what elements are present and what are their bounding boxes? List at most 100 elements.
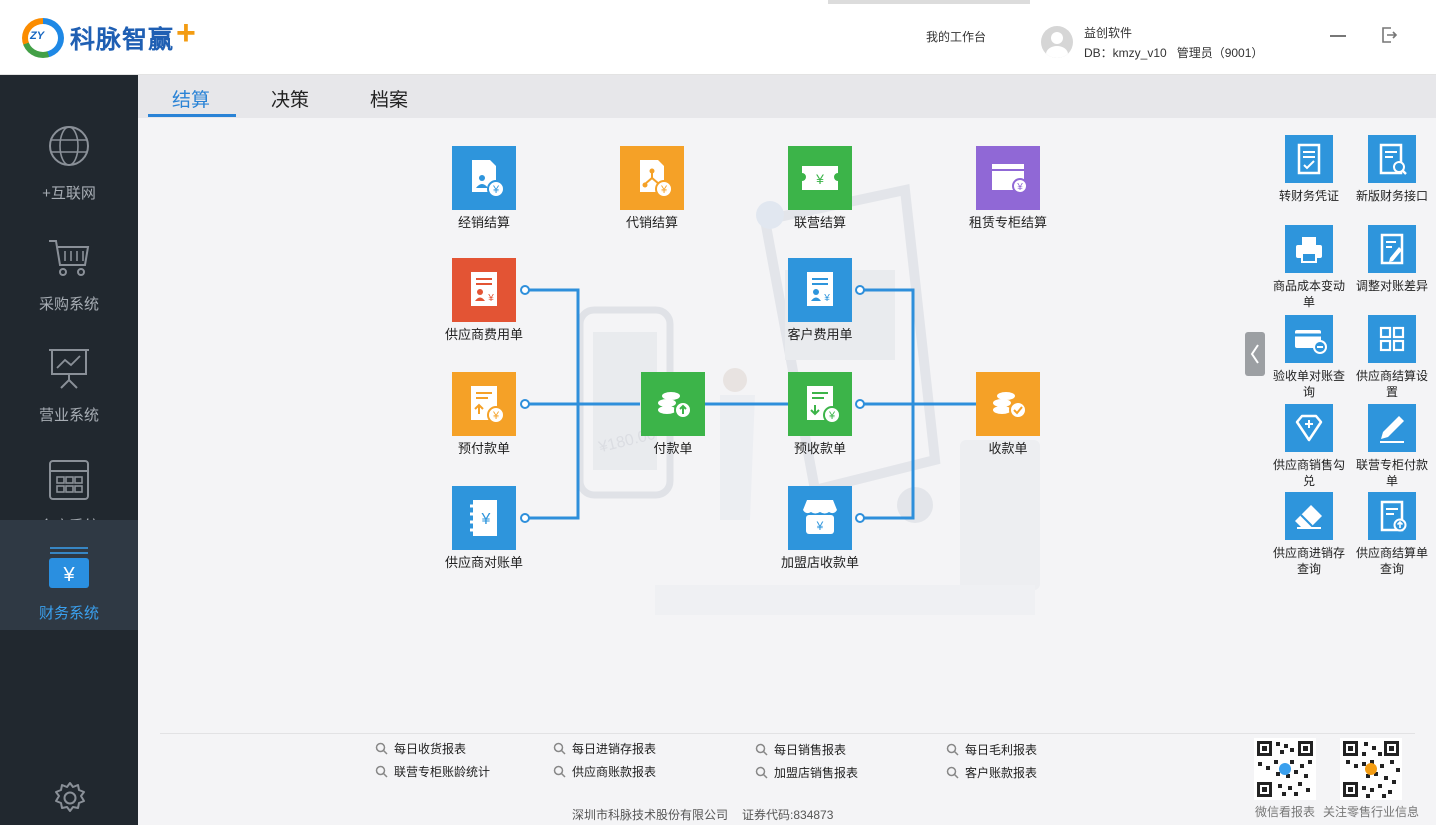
- svg-text:¥: ¥: [1016, 182, 1023, 193]
- svg-text:¥: ¥: [828, 410, 836, 422]
- tile-icon-box: ¥: [452, 146, 516, 210]
- tile-supplier-statement[interactable]: ¥ 供应商对账单: [445, 486, 523, 570]
- report-link[interactable]: 每日收货报表: [375, 740, 466, 757]
- tool-icon-box: [1368, 492, 1416, 540]
- quick-supplier-settlement-query[interactable]: 供应商结算单查询: [1352, 492, 1432, 577]
- search-icon: [755, 766, 768, 779]
- tile-rental-counter-settlement[interactable]: ¥ 租赁专柜结算: [969, 146, 1047, 230]
- globe-icon: [49, 126, 89, 166]
- report-link[interactable]: 每日进销存报表: [553, 740, 656, 757]
- document-edit-icon: [1380, 233, 1404, 265]
- quick-adjust-reconciliation[interactable]: 调整对账差异: [1352, 225, 1432, 294]
- tile-label: 付款单: [653, 441, 693, 456]
- tab-decision[interactable]: 决策: [271, 90, 310, 111]
- logo-plus-icon: +: [176, 14, 196, 52]
- sidebar-item-purchase[interactable]: 采购系统: [0, 211, 138, 321]
- quick-cost-change[interactable]: 商品成本变动单: [1269, 225, 1349, 310]
- sidebar-item-internet[interactable]: +互联网: [0, 100, 138, 210]
- tool-label: 供应商销售勾兑: [1272, 458, 1345, 488]
- minimize-icon[interactable]: [1330, 35, 1346, 37]
- tile-prepayment[interactable]: ¥ 预付款单: [451, 372, 517, 456]
- qr-code-report[interactable]: [1254, 738, 1316, 800]
- tab-archive[interactable]: 档案: [370, 90, 409, 111]
- tile-supplier-expense[interactable]: ¥ 供应商费用单: [445, 258, 523, 342]
- voucher-check-icon: [1297, 143, 1321, 175]
- document-tree-icon: ¥: [640, 160, 673, 198]
- presentation-icon: [49, 349, 89, 389]
- card-minus-icon: [1295, 330, 1327, 354]
- quick-supplier-sales-matching[interactable]: 供应商销售勾兑: [1269, 404, 1349, 489]
- diamond-plus-icon: [1295, 414, 1323, 442]
- quick-transfer-voucher[interactable]: 转财务凭证: [1269, 135, 1349, 204]
- search-icon: [553, 765, 566, 778]
- tile-label: 预付款单: [457, 441, 510, 456]
- tool-icon-box: [1285, 135, 1333, 183]
- quick-supplier-settlement-settings[interactable]: 供应商结算设置: [1352, 315, 1432, 400]
- tile-label: 预收款单: [793, 441, 846, 456]
- quick-receipt-reconciliation-query[interactable]: 验收单对账查询: [1269, 315, 1349, 400]
- report-link[interactable]: 供应商账款报表: [553, 763, 656, 780]
- report-label: 每日销售报表: [774, 743, 847, 757]
- finance-icon: ¥: [49, 547, 89, 588]
- tool-icon-box: [1285, 225, 1333, 273]
- tile-distribution-settlement[interactable]: ¥ 经销结算: [451, 146, 517, 230]
- sidebar-item-label: +互联网: [42, 185, 96, 202]
- panel-collapse-button[interactable]: [1245, 332, 1265, 376]
- tool-label: 供应商结算单查询: [1355, 546, 1428, 576]
- report-link[interactable]: 联营专柜账龄统计: [375, 763, 490, 780]
- tile-advance-receipt[interactable]: ¥ 预收款单: [787, 372, 853, 456]
- tile-label: 联营结算: [793, 215, 846, 230]
- document-person-icon: ¥: [807, 272, 833, 306]
- svg-text:¥: ¥: [487, 293, 494, 304]
- document-person-icon: ¥: [471, 272, 497, 306]
- document-upload-icon: ¥: [471, 386, 505, 424]
- tile-icon-box: ¥: [452, 372, 516, 436]
- tile-franchise-receipt[interactable]: ¥ 加盟店收款单: [781, 486, 859, 570]
- chevron-left-icon: [1250, 344, 1259, 364]
- tile-label: 收款单: [988, 441, 1028, 456]
- logo-badge-text: ZY: [30, 30, 45, 42]
- quick-new-finance-interface[interactable]: 新版财务接口: [1352, 135, 1432, 204]
- tile-payment[interactable]: 付款单: [640, 372, 706, 456]
- report-label: 每日毛利报表: [965, 743, 1038, 757]
- svg-text:¥: ¥: [492, 184, 500, 196]
- logout-icon[interactable]: [1380, 26, 1398, 44]
- pencil-icon: [1380, 416, 1404, 443]
- tool-icon-box: [1285, 404, 1333, 452]
- tile-joint-settlement[interactable]: ¥ 联营结算: [787, 146, 853, 230]
- sidebar-item-label: 财务系统: [38, 605, 99, 622]
- my-workbench-link[interactable]: 我的工作台: [926, 30, 987, 44]
- printer-icon: [1296, 237, 1322, 263]
- settings-gear-icon[interactable]: [52, 780, 88, 816]
- report-link[interactable]: 客户账款报表: [946, 764, 1037, 781]
- main-area: [138, 118, 1436, 825]
- tile-icon-box: ¥: [452, 258, 516, 322]
- tile-label: 加盟店收款单: [780, 555, 859, 570]
- tile-receipt[interactable]: 收款单: [975, 372, 1041, 456]
- report-link[interactable]: 加盟店销售报表: [755, 764, 858, 781]
- tool-icon-box: [1368, 404, 1416, 452]
- tool-label: 供应商结算设置: [1355, 369, 1428, 399]
- tile-label: 租赁专柜结算: [968, 215, 1047, 230]
- report-label: 加盟店销售报表: [774, 766, 859, 780]
- qr-code-industry[interactable]: [1340, 738, 1402, 800]
- quick-joint-counter-payment[interactable]: 联营专柜付款单: [1352, 404, 1432, 489]
- company-name: 益创软件: [1084, 26, 1133, 40]
- svg-text:¥: ¥: [492, 410, 500, 422]
- sidebar-item-finance[interactable]: ¥ 财务系统: [0, 520, 138, 630]
- quick-supplier-inventory-query[interactable]: 供应商进销存查询: [1269, 492, 1349, 577]
- app-logo: ZY 科脉智赢 +: [22, 14, 196, 58]
- report-label: 客户账款报表: [965, 766, 1038, 780]
- tab-settlement[interactable]: 结算: [172, 90, 211, 111]
- tile-consignment-settlement[interactable]: ¥ 代销结算: [619, 146, 685, 230]
- tool-label: 供应商进销存查询: [1272, 546, 1345, 576]
- avatar[interactable]: [1041, 26, 1073, 58]
- report-link[interactable]: 每日毛利报表: [946, 741, 1037, 758]
- sidebar-item-sales[interactable]: 营业系统: [0, 322, 138, 432]
- report-link[interactable]: 每日销售报表: [755, 741, 846, 758]
- company-copyright: 深圳市科脉技术股份有限公司: [572, 808, 729, 822]
- tool-label: 调整对账差异: [1355, 279, 1428, 293]
- tile-customer-expense[interactable]: ¥ 客户费用单: [787, 258, 853, 342]
- search-icon: [755, 743, 768, 756]
- svg-text:¥: ¥: [816, 519, 824, 533]
